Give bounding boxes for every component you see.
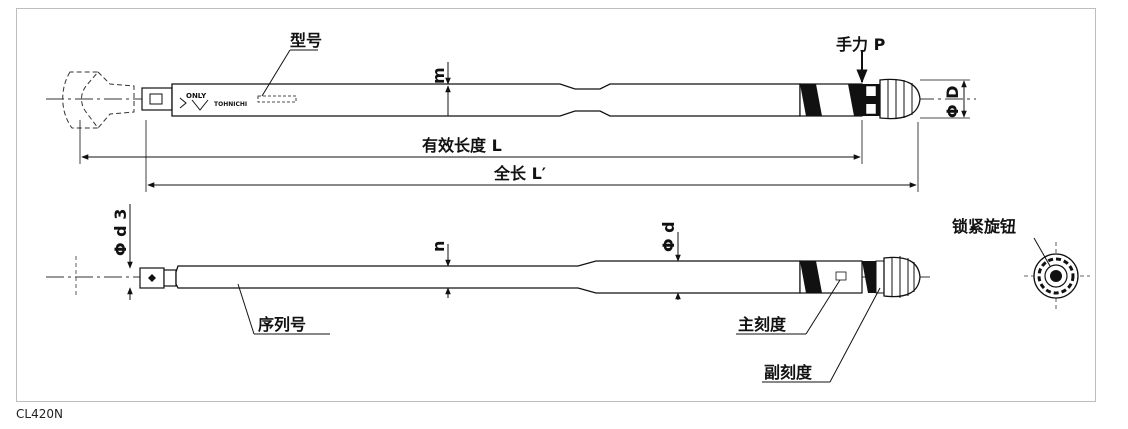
top-view: ONLY TOHNICHI m Φ D 手力 P — [46, 31, 976, 192]
model-no-label: 型号 — [290, 31, 322, 50]
end-lock-center — [1050, 270, 1062, 282]
spanner-neck-outline — [97, 71, 135, 129]
lock-knob-label: 锁紧旋钮 — [952, 217, 1016, 236]
side-grip — [883, 256, 921, 298]
dim-d3-label: Φ d 3 — [111, 209, 130, 256]
end-view: 锁紧旋钮 — [952, 217, 1090, 310]
end-grip-knurl — [1037, 257, 1075, 295]
serial-no-label: 序列号 — [258, 315, 306, 334]
effective-length-label: 有效长度 L — [422, 136, 502, 155]
sub-scale-label: 副刻度 — [764, 363, 813, 382]
brand-mark: TOHNICHI — [214, 101, 247, 108]
direction-arrow-icon — [179, 97, 187, 109]
lock-knob-leader — [1033, 237, 1051, 267]
model-caption: CL420N — [16, 407, 63, 421]
drawing-frame — [16, 8, 1096, 402]
top-scale-stripe-2 — [848, 84, 862, 116]
side-scale-marker — [835, 271, 847, 281]
main-scale-leader — [805, 279, 841, 335]
hand-force-label: 手力 P — [836, 35, 886, 54]
only-mark: ONLY — [186, 92, 207, 100]
drive-square — [149, 93, 163, 105]
side-handle-body — [175, 260, 801, 294]
dim-m-label: m — [429, 67, 448, 84]
only-chevron-icon — [191, 99, 209, 111]
top-scale-mark — [866, 96, 876, 104]
main-scale-label: 主刻度 — [738, 315, 787, 334]
model-plate — [257, 95, 297, 103]
drive-head — [141, 87, 173, 111]
sub-scale-leader — [829, 287, 881, 383]
top-grip — [879, 78, 921, 120]
dim-n-label: n — [429, 241, 448, 252]
serial-leader — [237, 283, 255, 335]
dim-d-label: Φ d — [659, 221, 678, 252]
side-drive-mark — [148, 274, 156, 282]
spanner-head-outline — [62, 71, 100, 129]
total-length-label: 全长 L′ — [493, 164, 546, 183]
side-view: Φ d 3 n Φ d 序列号 主刻度 副刻度 — [46, 204, 930, 383]
top-scale-stripe-1 — [800, 84, 822, 116]
dim-D-label: Φ D — [943, 86, 962, 118]
model-leader — [261, 49, 291, 97]
